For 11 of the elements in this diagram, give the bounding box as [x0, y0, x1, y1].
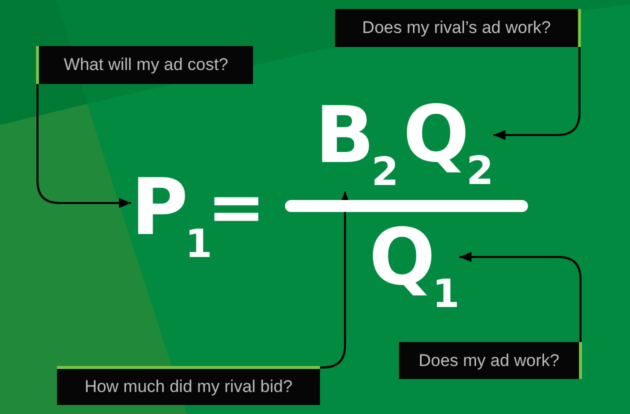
formula-variable: Q$_{2}$	[403, 96, 494, 191]
question-callout: What will my ad cost?	[36, 46, 253, 84]
leader-arrow	[459, 252, 582, 342]
leader-arrow	[493, 47, 580, 140]
leader-arrow	[320, 192, 350, 368]
question-callout: Does my rival’s ad work?	[335, 9, 581, 47]
question-callout: Does my ad work?	[399, 342, 582, 379]
formula-variable: B$_{2}$	[315, 97, 399, 192]
formula-variable: Q$_{1}$	[369, 219, 460, 314]
leader-arrow	[36, 84, 131, 208]
question-callout: How much did my rival bid?	[57, 366, 320, 405]
